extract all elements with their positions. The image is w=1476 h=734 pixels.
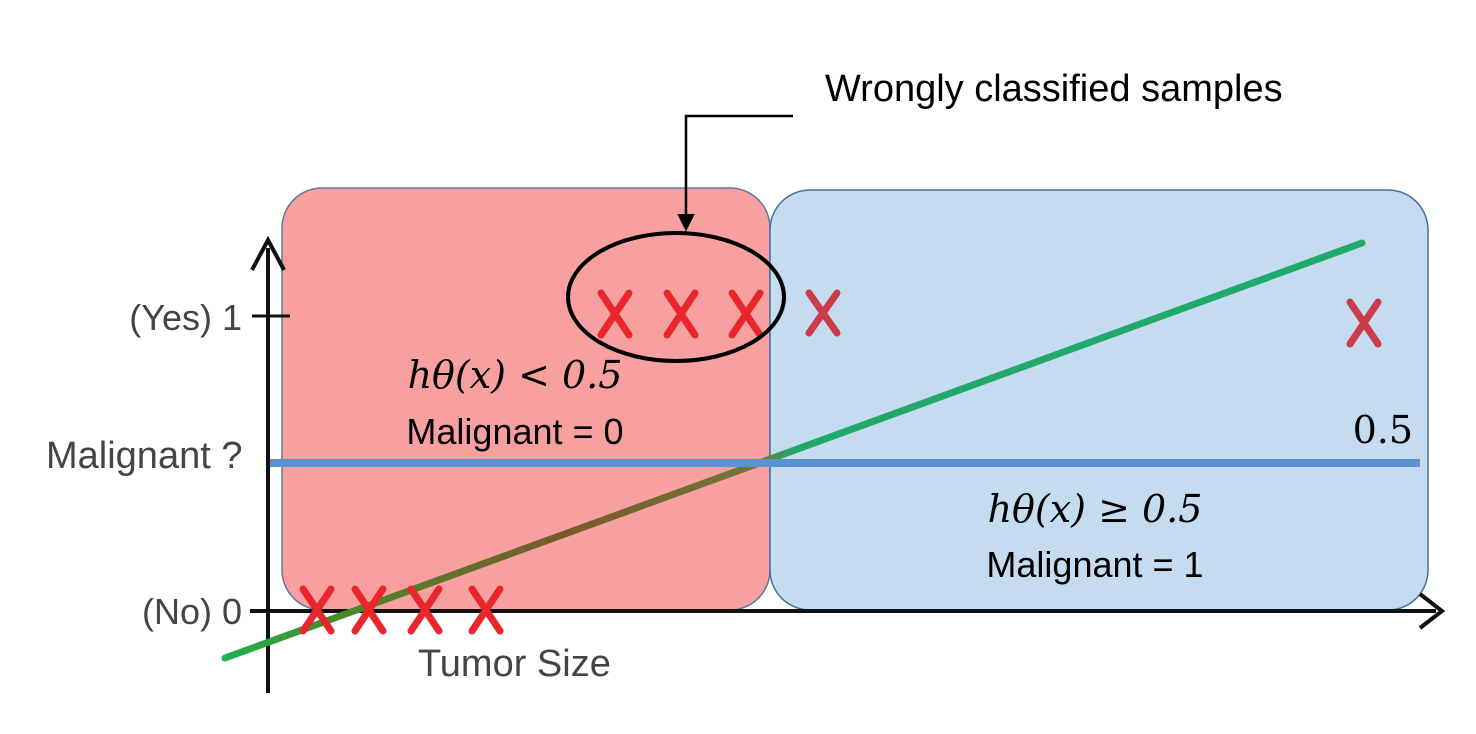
region-right-formula: hθ(x) ≥ 0.5 — [988, 487, 1203, 531]
x-marker — [351, 585, 387, 635]
x-marker — [728, 289, 764, 339]
x-marker — [805, 289, 841, 337]
callout-leader — [677, 114, 793, 232]
x-marker — [299, 585, 335, 635]
threshold-label: 0.5 — [1353, 408, 1413, 452]
x-marker — [407, 585, 443, 635]
marker-group-yes-wrong — [597, 289, 764, 339]
y-axis-label: Malignant ? — [46, 435, 242, 477]
x-marker — [468, 585, 504, 635]
marker-group-no — [299, 585, 504, 635]
x-marker — [663, 289, 699, 339]
y-tick-label-yes: (Yes) 1 — [129, 297, 242, 338]
region-left-label: Malignant = 0 — [406, 411, 623, 452]
wrong-samples-circle — [566, 231, 786, 363]
x-marker — [1346, 298, 1382, 348]
x-marker — [597, 289, 633, 339]
marker-group-yes-correct — [805, 289, 1382, 348]
x-axis-arrowhead — [1418, 592, 1446, 630]
x-axis-label: Tumor Size — [418, 643, 611, 685]
y-tick-label-no: (No) 0 — [142, 591, 242, 632]
y-axis-arrowhead — [250, 235, 286, 271]
region-left-formula: hθ(x) < 0.5 — [408, 353, 623, 397]
region-right-label: Malignant = 1 — [986, 544, 1203, 585]
callout-text: Wrongly classified samples — [825, 68, 1283, 110]
